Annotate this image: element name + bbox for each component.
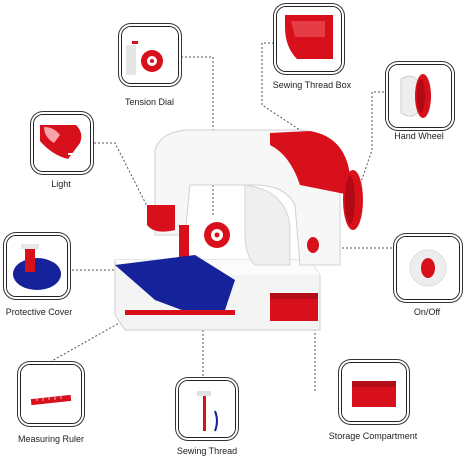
label-sewing-thread: Sewing Thread [176,446,238,456]
storage-compartment-callout [341,362,407,422]
protective-cover-icon [7,236,67,296]
label-protective-cover: Protective Cover [5,307,73,317]
tension-dial-icon [122,27,178,83]
hand-wheel-icon [389,65,451,127]
light-callout [33,114,91,172]
storage-compartment-icon [342,363,406,421]
on-off-callout [396,236,460,300]
thread-box-callout [276,6,342,72]
measuring-ruler-callout [20,364,82,424]
thread-box-icon [277,7,341,71]
sewing-thread-icon [179,381,235,437]
label-measuring-ruler: Measuring Ruler [17,434,85,444]
hand-wheel-callout [388,64,452,128]
tension-dial-callout [121,26,179,84]
protective-cover-callout [6,235,68,297]
label-tension-dial: Tension Dial [124,97,175,107]
measuring-ruler-icon [21,365,81,423]
label-hand-wheel: Hand Wheel [394,131,444,141]
label-light: Light [51,179,71,189]
label-on-off: On/Off [413,307,441,317]
sewing-thread-callout [178,380,236,438]
power-switch-icon [397,237,459,299]
label-sewing-thread-box: Sewing Thread Box [272,80,352,90]
sewing-machine [114,129,363,331]
light-icon [34,115,90,171]
label-storage-compartment: Storage Compartment [328,431,418,441]
